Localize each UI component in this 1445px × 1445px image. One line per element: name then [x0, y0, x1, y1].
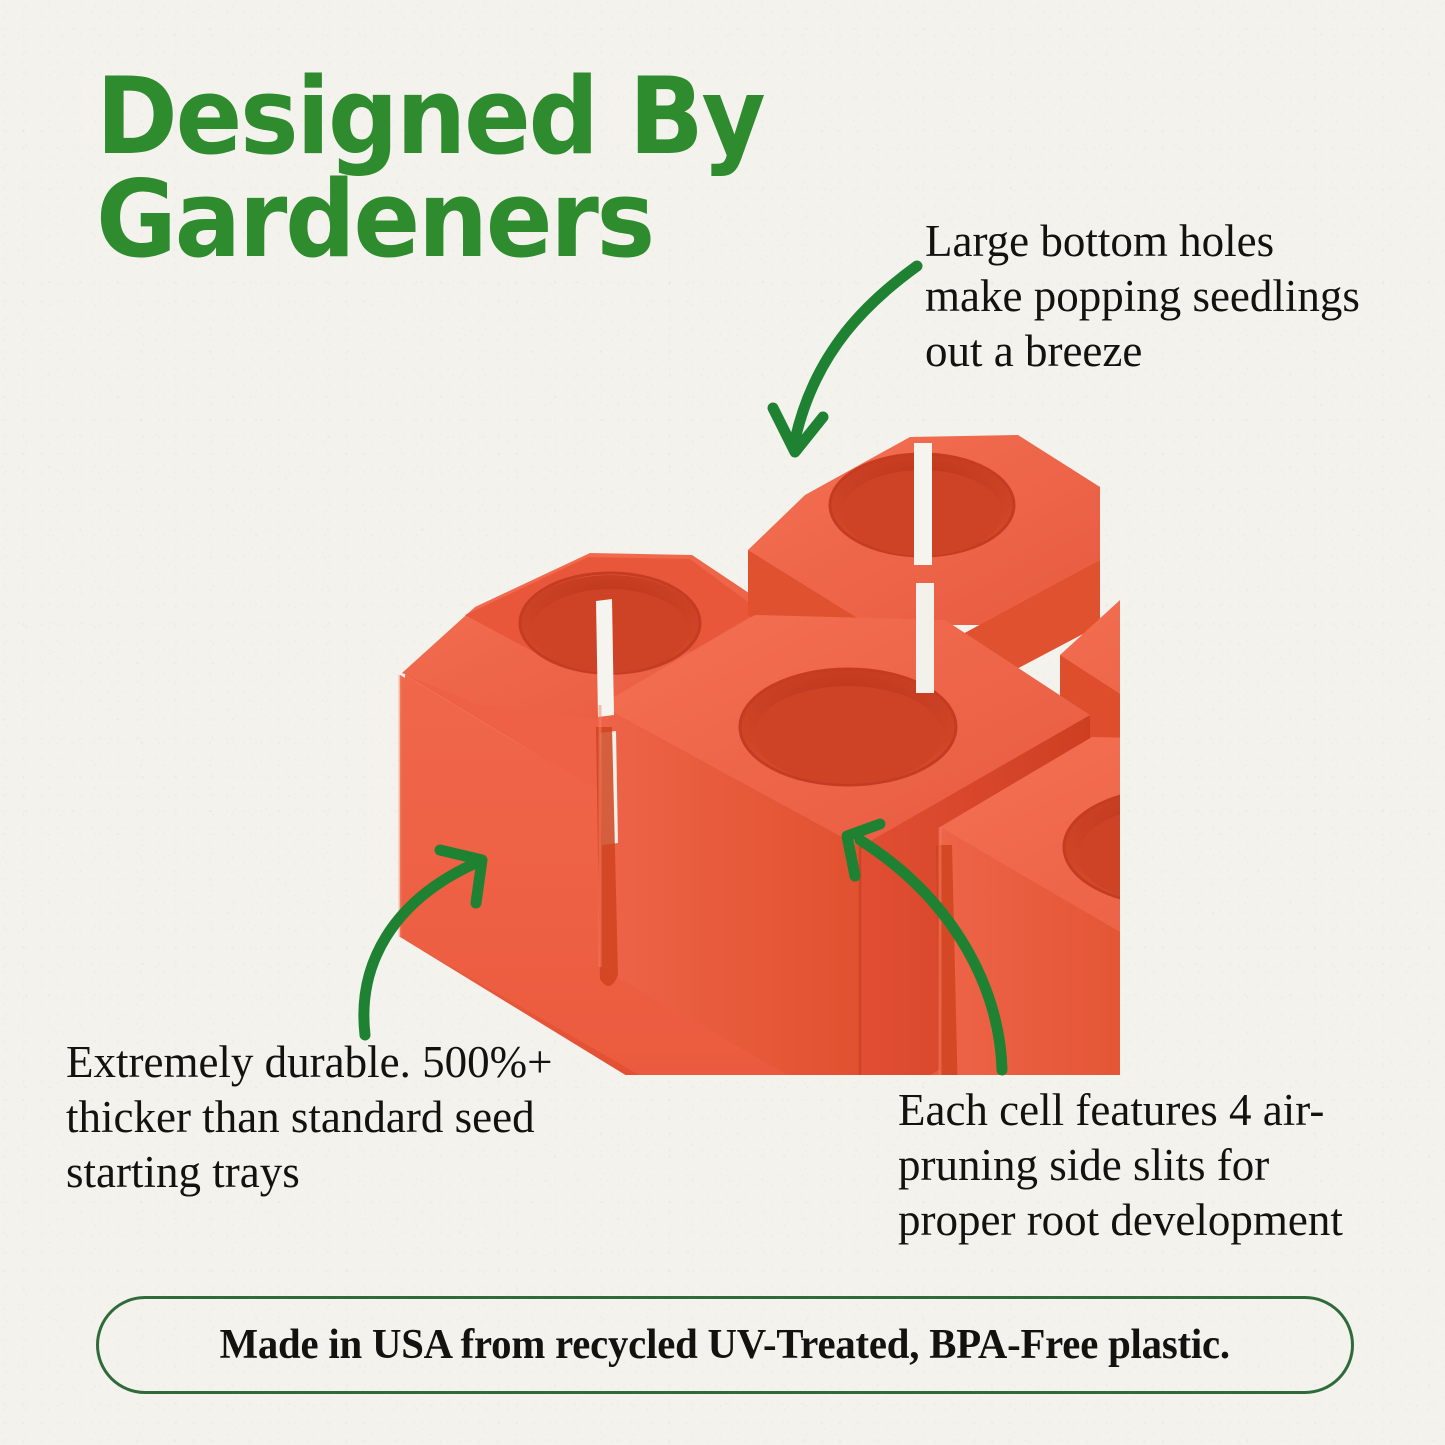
page-title: Designed By Gardeners: [96, 55, 766, 281]
made-in-usa-banner: Made in USA from recycled UV-Treated, BP…: [96, 1296, 1354, 1394]
callout-extremely-durable: Extremely durable. 500%+ thicker than st…: [66, 1037, 553, 1197]
product-image: [300, 375, 1120, 1075]
callout-large-bottom-holes: Large bottom holes make popping seedling…: [925, 216, 1360, 376]
banner-text: Made in USA from recycled UV-Treated, BP…: [219, 1322, 1231, 1368]
callout-air-pruning-slits: Each cell features 4 air- pruning side s…: [898, 1085, 1343, 1245]
